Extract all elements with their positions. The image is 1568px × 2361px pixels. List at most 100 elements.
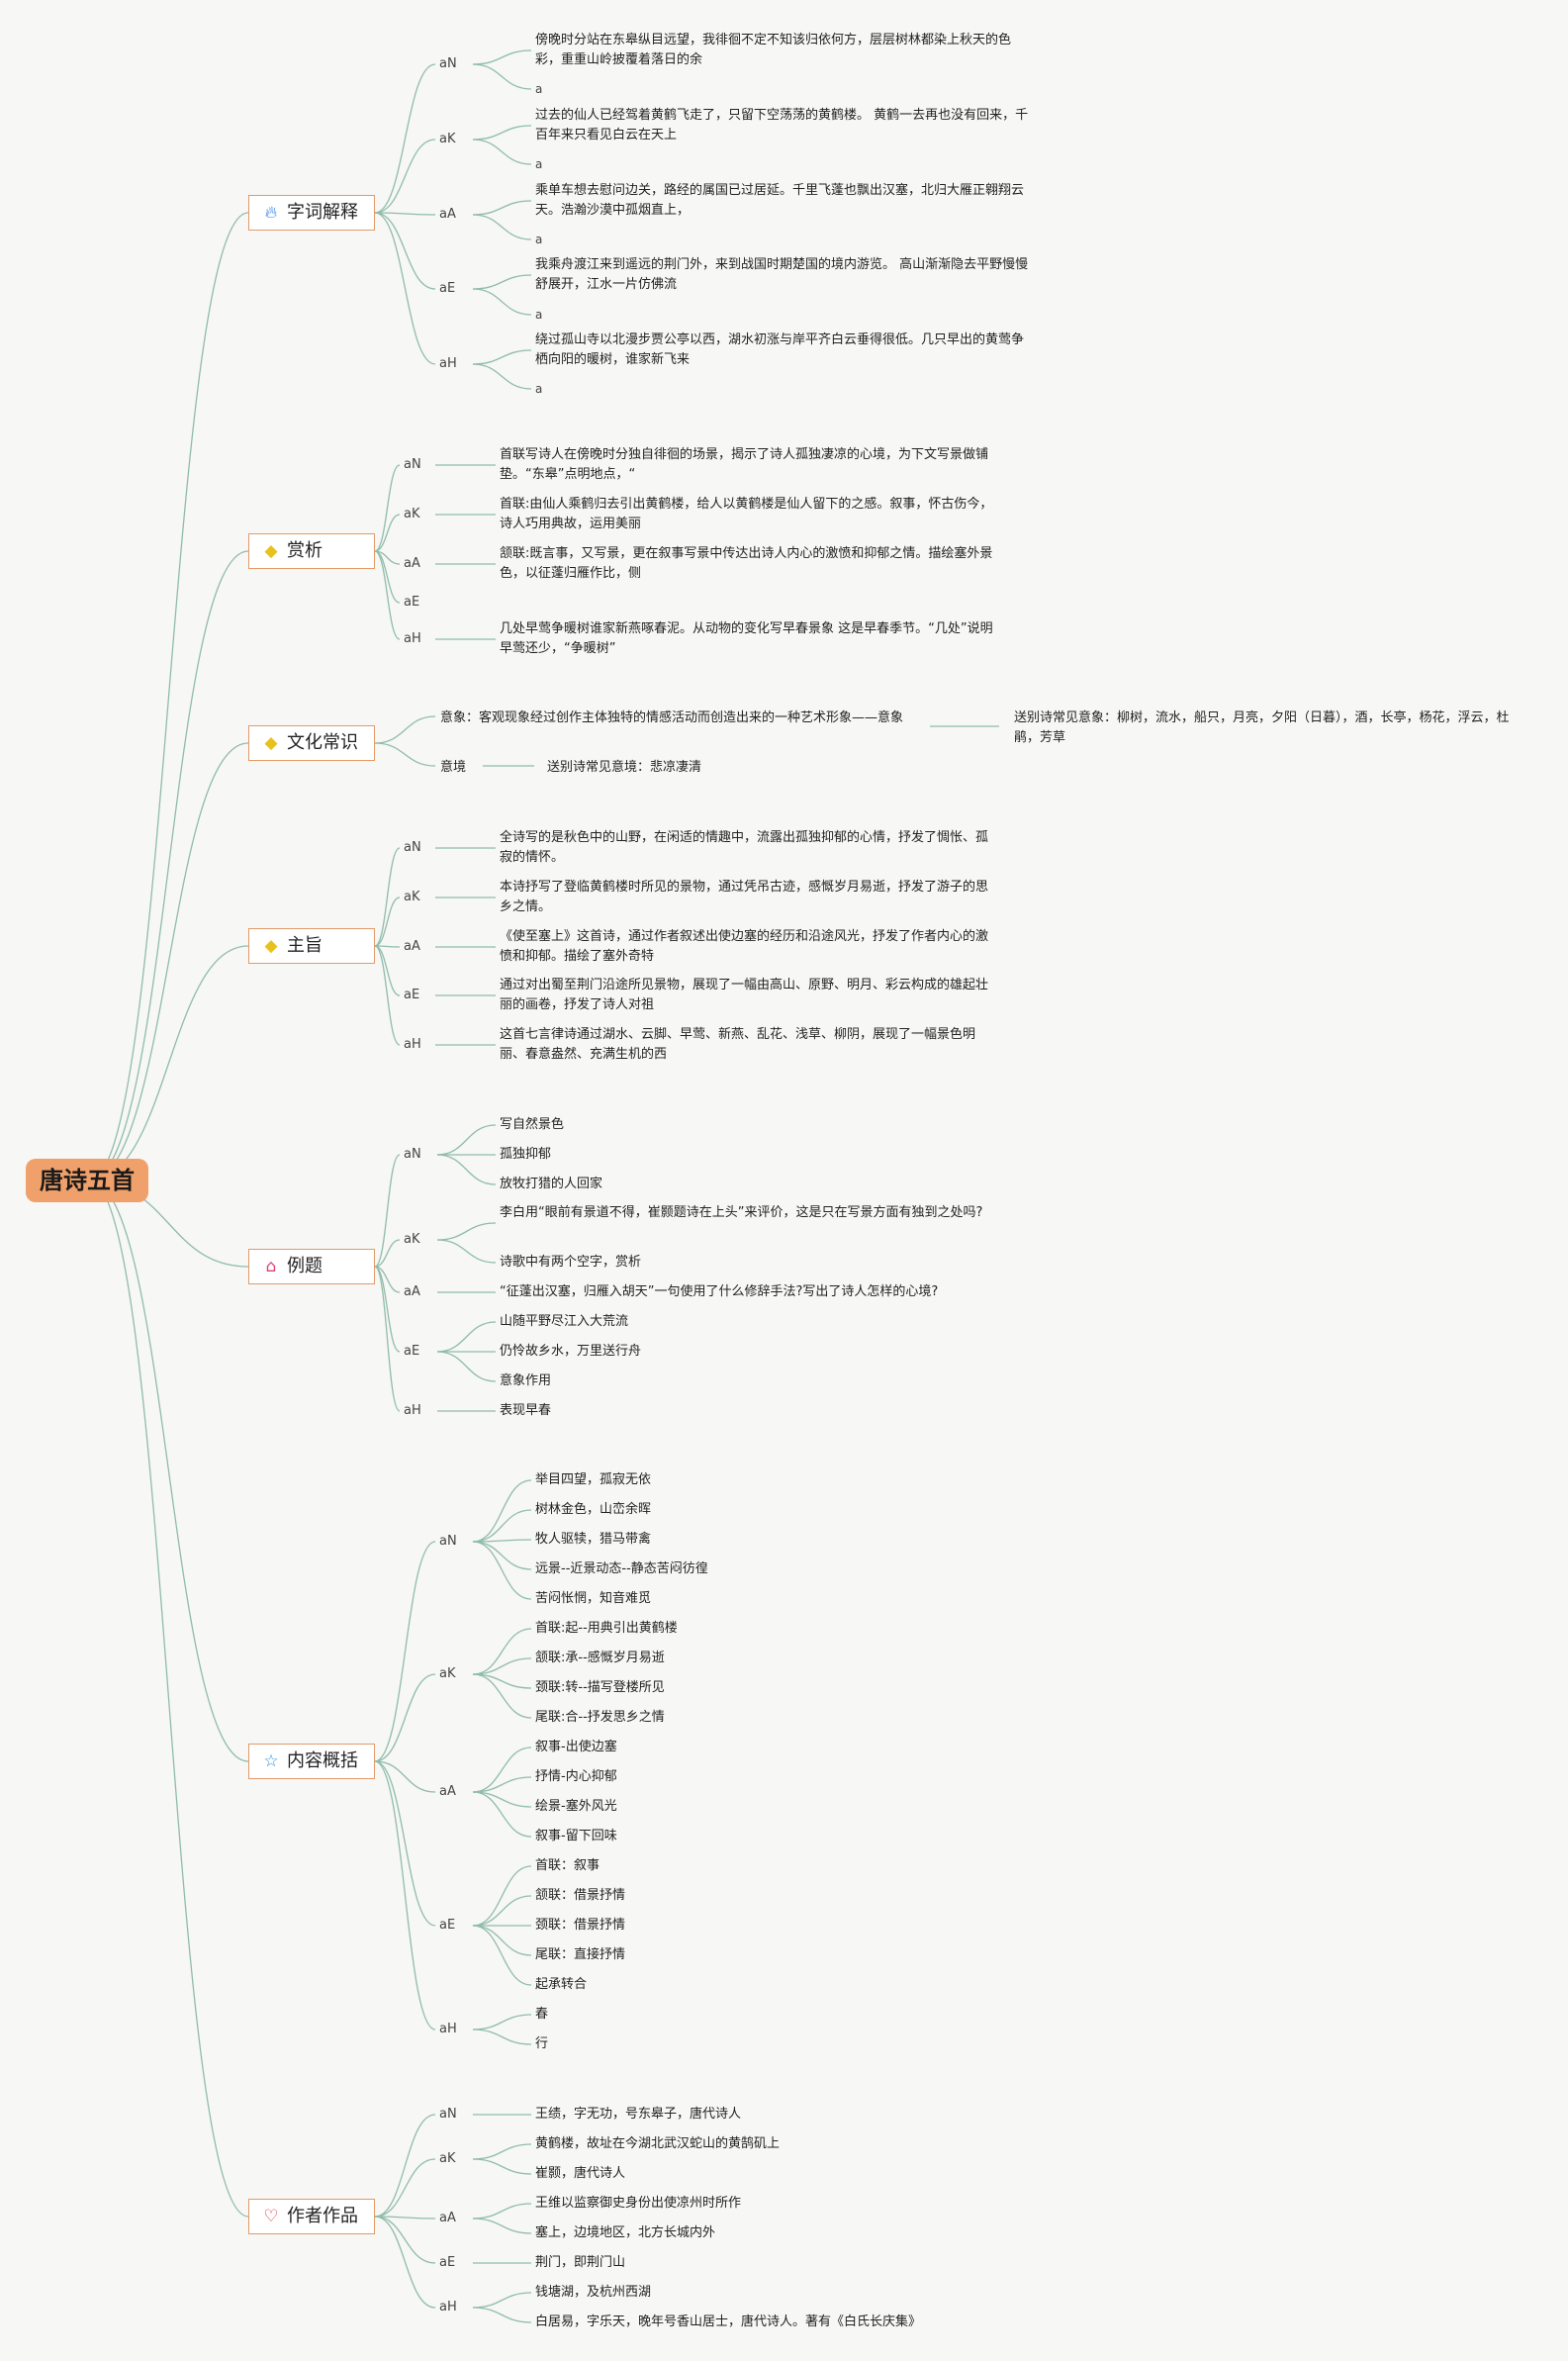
ci-tail: a (535, 82, 543, 96)
nei-leaf: 苦闷怅惘，知音难觅 (535, 1591, 652, 1606)
zuo-leaf: 王绩，字无功，号东皋子，唐代诗人 (535, 2107, 742, 2122)
branch-zhu[interactable]: ◆主旨 (248, 928, 375, 964)
li-leaf: 表现早春 (500, 1403, 552, 1418)
wen-yixiang: 意象：客观现象经过创作主体独特的情感活动而创造出来的一种艺术形象——意象 (440, 710, 904, 725)
connector (472, 49, 532, 65)
sub-zuo-aH: aH (439, 2300, 457, 2314)
sub-nei-aE: aE (439, 1918, 456, 1933)
connector (472, 1925, 532, 1986)
connector (436, 1351, 497, 1382)
nei-leaf: 颈联：借景抒情 (535, 1918, 626, 1933)
connector (374, 550, 401, 640)
diamond-icon: ◆ (264, 733, 278, 753)
connector (472, 2307, 532, 2323)
root-node[interactable]: 唐诗五首 (26, 1159, 148, 1202)
branch-shang[interactable]: ◆ 赏析 (248, 533, 375, 569)
shang-leaf: 首联:由仙人乘鹤归去引出黄鹤楼，给人以黄鹤楼是仙人留下的之感。叙事，怀古伤今，诗… (500, 497, 993, 531)
sub-nei-aK: aK (439, 1666, 456, 1681)
nei-leaf: 远景--近景动态--静态苦闷彷徨 (535, 1561, 708, 1576)
branch-zuo[interactable]: ♡作者作品 (248, 2199, 375, 2234)
connector (88, 1180, 249, 1762)
diamond-icon: ◆ (264, 541, 278, 561)
ci-tail: a (535, 382, 543, 396)
connector (436, 1321, 497, 1353)
branch-label: 赏析 (287, 540, 323, 561)
branch-label: 文化常识 (287, 732, 358, 753)
sub-nei-aH: aH (439, 2022, 457, 2036)
nei-leaf: 首联:起--用典引出黄鹤楼 (535, 1621, 678, 1636)
connector (374, 742, 436, 767)
connector (374, 1541, 436, 1762)
connector (472, 2029, 532, 2045)
shang-leaf: 首联写诗人在傍晚时分独自徘徊的场景，揭示了诗人孤独凄凉的心境，为下文写景做铺垫。… (500, 447, 989, 482)
sub-ci-aA: aA (439, 207, 456, 222)
connector (374, 945, 401, 996)
connector (374, 1673, 436, 1762)
zhu-leaf: 这首七言律诗通过湖水、云脚、早莺、新燕、乱花、浅草、柳阴，展现了一幅景色明丽、春… (500, 1027, 976, 1062)
nei-leaf: 颈联:转--描写登楼所见 (535, 1680, 665, 1695)
connector (374, 63, 436, 214)
connector (472, 2203, 532, 2219)
heart-icon: ♡ (263, 2207, 279, 2226)
connector (374, 2158, 436, 2218)
connector (374, 1760, 436, 2030)
connector (374, 212, 436, 216)
connector (472, 1541, 532, 1600)
zhu-leaf: 本诗抒写了登临黄鹤楼时所见的景物，通过凭吊古迹，感慨岁月易逝，抒发了游子的思乡之… (500, 880, 989, 914)
connector (374, 1154, 401, 1268)
ci-leaf: 我乘舟渡江来到遥远的荆门外，来到战国时期楚国的境内游览。 高山渐渐隐去平野慢慢舒… (535, 257, 1029, 292)
sub-ci-aN: aN (439, 56, 457, 71)
star-icon: ☆ (263, 1751, 279, 1771)
branch-label: 主旨 (287, 935, 323, 956)
connector (436, 1239, 497, 1264)
connector (374, 212, 436, 290)
li-leaf: 山随平野尽江入大荒流 (500, 1314, 629, 1329)
branch-nei[interactable]: ☆内容概括 (248, 1744, 375, 1779)
branch-ci[interactable]: 🔥︎ 字词解释 (248, 195, 375, 231)
branch-label: 字词解释 (287, 202, 358, 223)
branch-wen[interactable]: ◆ 文化常识 (248, 725, 375, 761)
sub-ci-aK: aK (439, 132, 456, 146)
sub-nei-aA: aA (439, 1784, 456, 1799)
shang-leaf: 几处早莺争暖树谁家新燕啄春泥。从动物的变化写早春景象 这是早春季节。“几处”说明… (500, 621, 993, 656)
sub-shang-aE: aE (404, 595, 420, 610)
sub-li-aK: aK (404, 1232, 420, 1247)
connector (472, 1479, 532, 1543)
connector (472, 1776, 532, 1793)
nei-leaf: 首联：叙事 (535, 1858, 600, 1873)
sub-li-aN: aN (404, 1147, 421, 1162)
connector (374, 847, 401, 947)
connector (472, 2292, 532, 2309)
nei-leaf: 尾联:合--抒发思乡之情 (535, 1710, 665, 1725)
li-leaf: 诗歌中有两个空字，赏析 (500, 1255, 642, 1270)
nei-leaf: 牧人驱犊，猎马带禽 (535, 1532, 652, 1547)
flame-icon: 🔥︎ (264, 203, 278, 223)
ci-tail: a (535, 157, 543, 171)
connector (472, 125, 532, 141)
connector (374, 715, 436, 744)
connector (472, 214, 532, 240)
nei-leaf: 抒情-内心抑郁 (535, 1769, 617, 1784)
connector (472, 1657, 532, 1675)
connector (472, 1509, 532, 1543)
sub-ci-aH: aH (439, 356, 457, 371)
connector (374, 2216, 436, 2219)
connector (374, 1266, 401, 1353)
connector (472, 2014, 532, 2030)
connector (88, 742, 249, 1181)
connector (374, 1266, 401, 1412)
branch-li[interactable]: ⌂例题 (248, 1249, 375, 1284)
connector (374, 897, 401, 947)
nei-leaf: 春 (535, 2007, 549, 2022)
sub-nei-aN: aN (439, 1534, 457, 1549)
ci-tail: a (535, 308, 543, 322)
connector (472, 1747, 532, 1793)
shang-leaf: 颔联:既言事，又写景，更在叙事写景中传达出诗人内心的激愤和抑郁之情。描绘塞外景色… (500, 546, 993, 581)
sub-zuo-aN: aN (439, 2107, 457, 2122)
connector (88, 550, 249, 1181)
connector (472, 1865, 532, 1927)
sub-zuo-aK: aK (439, 2151, 456, 2166)
sub-zhu-aH: aH (404, 1037, 421, 1052)
sub-zhu-aA: aA (404, 939, 420, 954)
